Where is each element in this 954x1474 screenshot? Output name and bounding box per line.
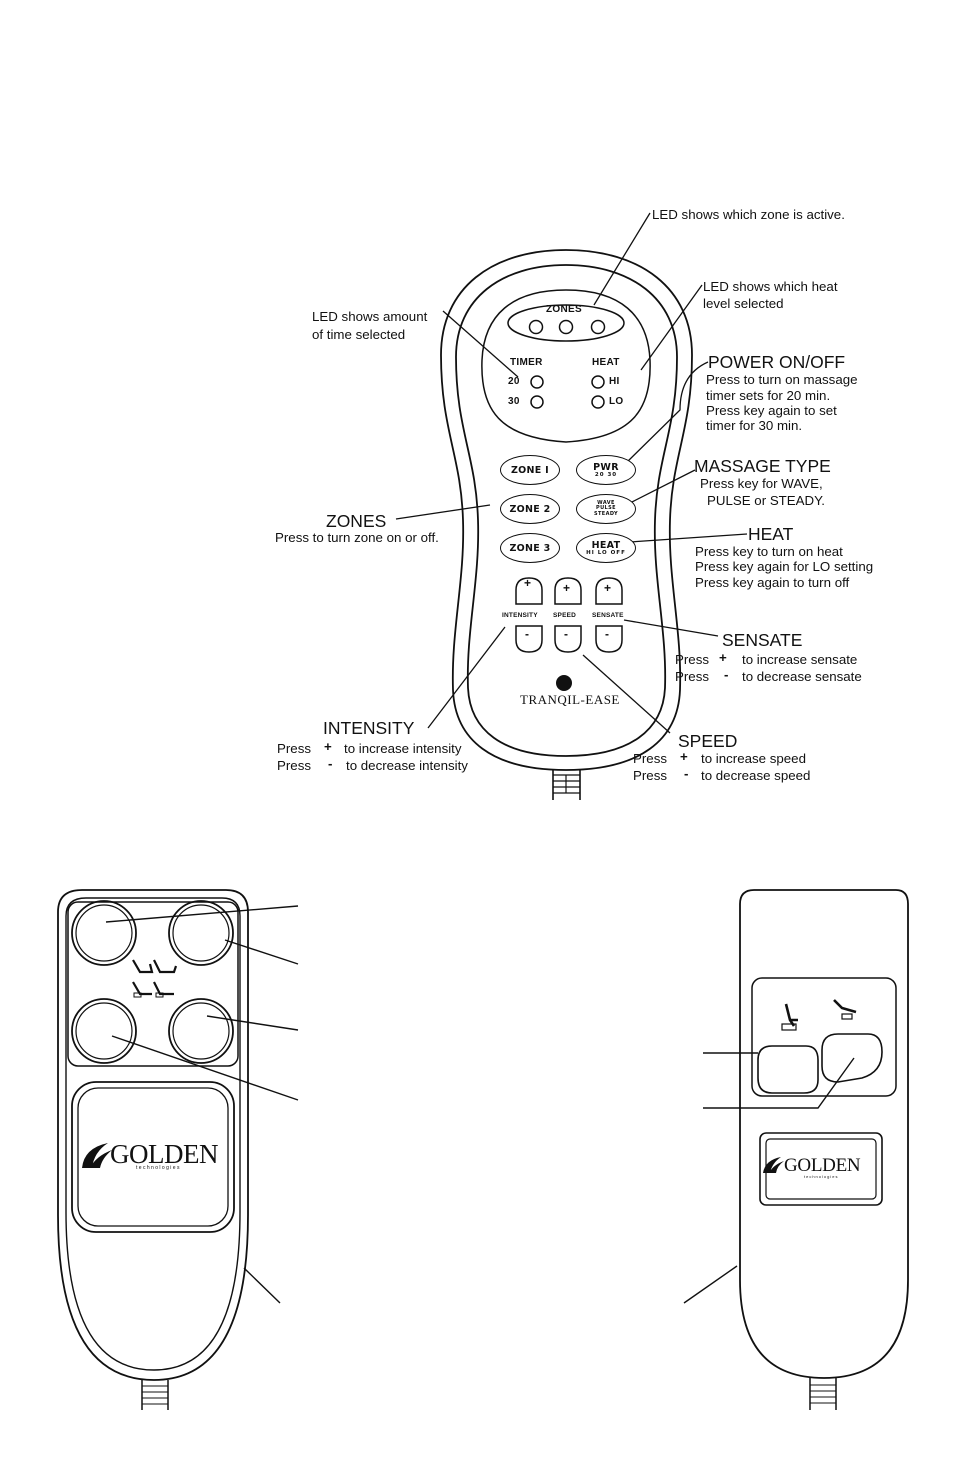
heat-led-lo [591, 395, 605, 409]
intensity-plus-sign: + [524, 576, 532, 590]
intensity-plus-text: to increase intensity [344, 741, 462, 756]
speed-plus-sign: + [563, 581, 571, 595]
left-logo-panel [71, 1081, 235, 1233]
power-callout-line3: Press key again to set [706, 403, 837, 418]
speed-minus-key [554, 625, 582, 653]
sensate-plus-key [595, 577, 623, 605]
right-button-down [821, 1033, 883, 1083]
heat-lo-label: LO [609, 396, 624, 407]
lift-remote-4-button-body [57, 889, 249, 1381]
right-golden-logo: GOLDEN [784, 1155, 861, 1176]
intensity-key-label: INTENSITY [502, 612, 538, 619]
massage-type-key[interactable]: WAVE PULSE STEADY [576, 494, 636, 524]
led-heat-callout-line1: LED shows which heat [703, 279, 838, 294]
sensate-minus-text: to decrease sensate [742, 669, 862, 684]
zones-callout-line1: Press to turn zone on or off. [275, 530, 439, 545]
intensity-press-1: Press [277, 741, 311, 756]
led-time-callout-line2: of time selected [312, 327, 406, 342]
left-golden-logo-sub: technologies [136, 1165, 181, 1171]
speed-plus-text: to increase speed [701, 751, 806, 766]
intensity-plus-symbol: + [324, 739, 332, 754]
brand-sensor-dot [556, 675, 572, 691]
sensate-minus-symbol: - [724, 667, 729, 682]
left-button-top-left [71, 900, 137, 966]
left-button-bottom-left [71, 998, 137, 1064]
led-display-panel [481, 289, 651, 443]
sensate-key-label: SENSATE [592, 612, 624, 619]
heat-callout-line1: Press key to turn on heat [695, 544, 843, 559]
intensity-press-2: Press [277, 758, 311, 773]
intensity-callout-title: INTENSITY [323, 718, 415, 738]
intensity-minus-symbol: - [328, 756, 333, 771]
intensity-minus-key [515, 625, 543, 653]
sensate-plus-sign: + [604, 581, 612, 595]
zone-led-3 [590, 319, 606, 335]
timer-20-label: 20 [508, 376, 520, 387]
heat-callout-line2: Press key again for LO setting [695, 559, 874, 574]
timer-30-label: 30 [508, 396, 520, 407]
massage-remote-body [440, 249, 693, 771]
sensate-press-2: Press [675, 669, 709, 684]
golden-swoosh-icon-left [82, 1143, 112, 1168]
heat-led-hi [591, 375, 605, 389]
massage-callout-line2: PULSE or STEADY. [707, 493, 825, 508]
speed-press-2: Press [633, 768, 667, 783]
sensate-callout-title: SENSATE [722, 630, 803, 650]
speed-minus-text: to decrease speed [701, 768, 811, 783]
speed-press-1: Press [633, 751, 667, 766]
heat-key[interactable]: HEAT HI LO OFF [576, 533, 636, 563]
zone-1-key[interactable]: ZONE I [500, 455, 560, 485]
speed-minus-sign: - [564, 627, 568, 641]
tranqil-ease-brand: TRANQIL-EASE [520, 692, 620, 707]
heat-hi-label: HI [609, 376, 620, 387]
speed-minus-symbol: - [684, 766, 689, 781]
power-callout-line4: timer for 30 min. [706, 418, 803, 433]
zones-callout-title: ZONES [326, 511, 387, 531]
zones-panel-label: ZONES [546, 304, 582, 315]
zone-2-key[interactable]: ZONE 2 [500, 494, 560, 524]
intensity-plus-key [515, 577, 543, 605]
sensate-plus-symbol: + [719, 650, 727, 665]
timer-label: TIMER [510, 357, 543, 368]
intensity-minus-sign: - [525, 627, 529, 641]
right-button-panel [751, 977, 897, 1097]
left-button-bottom-right [168, 998, 234, 1064]
sensate-minus-sign: - [605, 627, 609, 641]
intensity-minus-text: to decrease intensity [346, 758, 468, 773]
power-callout-line2: timer sets for 20 min. [706, 388, 831, 403]
lift-remote-2-button-body [739, 889, 909, 1379]
timer-led-20 [530, 375, 544, 389]
zone-led-2 [558, 319, 574, 335]
heat-callout-title: HEAT [748, 524, 794, 544]
speed-plus-symbol: + [680, 749, 688, 764]
right-golden-logo-sub: technologies [804, 1174, 839, 1179]
led-time-callout-line1: LED shows amount [312, 309, 428, 324]
speed-key-label: SPEED [553, 612, 577, 619]
massage-callout-line1: Press key for WAVE, [700, 476, 823, 491]
zone-led-1 [528, 319, 544, 335]
golden-swoosh-icon-right [763, 1157, 784, 1173]
heat-callout-line3: Press key again to turn off [695, 575, 850, 590]
sensate-minus-key [595, 625, 623, 653]
speed-callout-title: SPEED [678, 731, 738, 751]
zone-3-key[interactable]: ZONE 3 [500, 533, 560, 563]
massage-callout-title: MASSAGE TYPE [694, 456, 831, 476]
right-logo-panel [759, 1132, 883, 1206]
right-button-up [757, 1045, 819, 1094]
power-callout-title: POWER ON/OFF [708, 352, 846, 372]
power-callout-line1: Press to turn on massage [706, 372, 858, 387]
heat-panel-label: HEAT [592, 357, 620, 368]
timer-led-30 [530, 395, 544, 409]
led-zone-callout: LED shows which zone is active. [652, 207, 845, 222]
power-key[interactable]: PWR 20 30 [576, 455, 636, 485]
led-heat-callout-line2: level selected [703, 296, 784, 311]
sensate-press-1: Press [675, 652, 709, 667]
left-golden-logo: GOLDEN [110, 1139, 218, 1169]
speed-plus-key [554, 577, 582, 605]
sensate-plus-text: to increase sensate [742, 652, 858, 667]
left-button-top-right [168, 900, 234, 966]
